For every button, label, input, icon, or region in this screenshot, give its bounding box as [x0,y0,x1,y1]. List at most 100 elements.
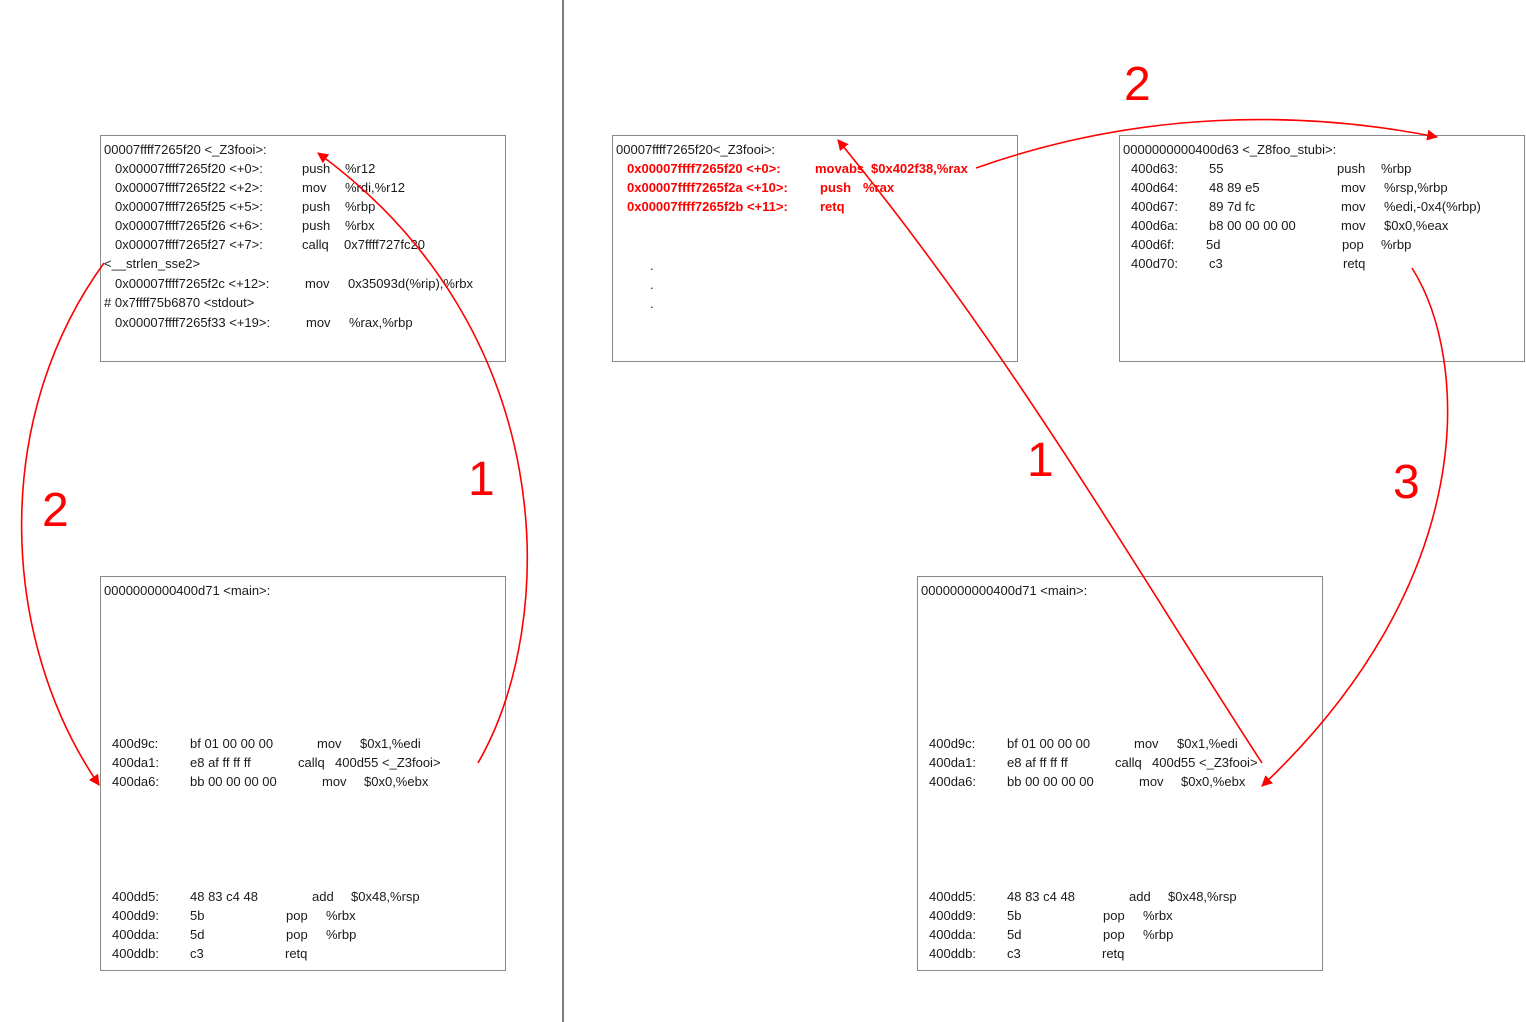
right-stub-row-args: %rsp,%rbp [1384,180,1448,195]
right-stub-row-bytes: 55 [1209,161,1224,176]
left-main-header: 0000000000400d71 <main>: [104,583,271,598]
right-foo-row-op: push [820,180,852,195]
left-foo-row-args: 0x7ffff727fc20 [344,237,425,252]
right-main-row-args: $0x1,%edi [1177,736,1238,751]
left-foo-row-op: mov [305,276,330,291]
left-main-row-addr: 400dda: [112,927,159,942]
right-foo-row-addr: 0x00007ffff7265f20 <+0>: [627,161,781,176]
right-foo-row-addr: 0x00007ffff7265f2a <+10>: [627,180,788,195]
left-foo-wrap-line: # 0x7ffff75b6870 <stdout> [104,295,255,310]
right-stub-row-addr: 400d64: [1131,180,1178,195]
left-main-row-bytes: e8 af ff ff ff [190,755,251,770]
right-main-row-args: %rbx [1143,908,1173,923]
right-stub-row-addr: 400d6f: [1131,237,1175,252]
right-main-row-bytes: e8 af ff ff ff [1007,755,1068,770]
right-stub-box: 0000000000400d63 <_Z8foo_stubi>: 400d63:… [1119,135,1525,362]
right-stub-row-op: mov [1341,218,1366,233]
left-step-label-2: 2 [42,484,69,537]
right-foo-header: 00007ffff7265f20<_Z3fooi>: [616,142,776,157]
right-main-row-op: callq [1115,755,1142,770]
right-stub-row-bytes: b8 00 00 00 00 [1209,218,1296,233]
left-foo-row-args: %rbp [345,199,376,214]
left-main-row-op: retq [285,946,308,961]
right-main-row-addr: 400dd9: [929,908,976,923]
right-arrow-1-call [837,139,1263,764]
left-main-row-args: $0x48,%rsp [351,889,420,904]
left-main-row-bytes: 5d [190,927,205,942]
left-main-row-addr: 400d9c: [112,736,159,751]
left-foo-row-addr: 0x00007ffff7265f22 <+2>: [115,180,263,195]
right-foo-row-args: %rax [863,180,895,195]
left-main-row-bytes: 48 83 c4 48 [190,889,258,904]
left-main-row-bytes: bb 00 00 00 00 [190,774,277,789]
left-foo-row-addr: 0x00007ffff7265f20 <+0>: [115,161,263,176]
right-main-row-bytes: bb 00 00 00 00 [1007,774,1094,789]
panel-divider [562,0,564,1022]
left-foo-row-op: mov [302,180,327,195]
left-foo-row-addr: 0x00007ffff7265f2c <+12>: [115,276,270,291]
right-main-row-addr: 400dd5: [929,889,976,904]
left-foo-row-addr: 0x00007ffff7265f33 <+19>: [115,315,271,330]
right-main-row-args: 400d55 <_Z3fooi> [1152,755,1258,770]
right-foo-row-addr: 0x00007ffff7265f2b <+11>: [627,199,788,214]
right-stub-row-addr: 400d6a: [1131,218,1178,233]
right-stub-row-op: mov [1341,199,1366,214]
right-main-row-op: pop [1103,927,1125,942]
left-main-row-bytes: c3 [190,946,204,961]
right-main-row-op: mov [1139,774,1164,789]
right-main-header: 0000000000400d71 <main>: [921,583,1088,598]
right-main-row-addr: 400dda: [929,927,976,942]
left-foo-row-op: mov [306,315,331,330]
right-main-row-args: %rbp [1143,927,1174,942]
right-step-label-2: 2 [1124,58,1151,111]
right-foo-row-args: $0x402f38,%rax [871,161,968,176]
left-main-row-op: pop [286,927,308,942]
right-main-row-op: add [1129,889,1151,904]
left-foo-row-op: push [302,218,331,233]
left-foo-row-op: push [302,161,331,176]
right-main-row-args: $0x0,%ebx [1181,774,1246,789]
left-foo-row-addr: 0x00007ffff7265f25 <+5>: [115,199,263,214]
left-main-row-args: $0x1,%edi [360,736,421,751]
left-foo-row-op: push [302,199,331,214]
left-step-label-1: 1 [468,453,495,506]
left-foo-box: 00007ffff7265f20 <_Z3fooi>: 0x00007ffff7… [100,135,506,362]
left-main-row-addr: 400dd9: [112,908,159,923]
right-stub-row-op: push [1337,161,1366,176]
left-main-row-addr: 400da1: [112,755,159,770]
right-main-row-addr: 400d9c: [929,736,976,751]
right-stub-row-args: %edi,-0x4(%rbp) [1384,199,1481,214]
right-stub-row-bytes: 5d [1206,237,1221,252]
left-foo-wrap-line: <__strlen_sse2> [104,256,201,271]
right-stub-row-bytes: 89 7d fc [1209,199,1256,214]
left-main-row-args: %rbp [326,927,357,942]
right-main-row-bytes: 5b [1007,908,1022,923]
left-main-row-args: %rbx [326,908,356,923]
right-stub-row-op: pop [1342,237,1364,252]
right-step-label-3: 3 [1393,456,1420,509]
right-main-box: 0000000000400d71 <main>: 400d9c: bf 01 0… [917,576,1323,971]
left-arrow-2-return [20,262,105,786]
left-foo-row-op: callq [302,237,329,252]
left-main-row-addr: 400da6: [112,774,159,789]
right-stub-row-addr: 400d63: [1131,161,1178,176]
left-main-row-op: add [312,889,334,904]
left-foo-row-args: %rax,%rbp [349,315,413,330]
right-main-row-addr: 400da6: [929,774,976,789]
right-arrow-2-jump [975,118,1439,169]
left-main-row-op: callq [298,755,325,770]
right-main-row-args: $0x48,%rsp [1168,889,1237,904]
left-main-row-bytes: bf 01 00 00 00 [190,736,274,751]
right-stub-row-bytes: 48 89 e5 [1209,180,1260,195]
right-stub-row-op: retq [1343,256,1366,271]
right-main-row-op: pop [1103,908,1125,923]
right-arrow-3-return [1261,267,1449,787]
left-main-row-op: pop [286,908,308,923]
right-stub-row-args: %rbp [1381,237,1412,252]
right-step-label-1: 1 [1027,434,1054,487]
left-main-row-bytes: 5b [190,908,205,923]
left-main-row-op: mov [322,774,347,789]
right-stub-row-op: mov [1341,180,1366,195]
right-main-row-op: retq [1102,946,1125,961]
